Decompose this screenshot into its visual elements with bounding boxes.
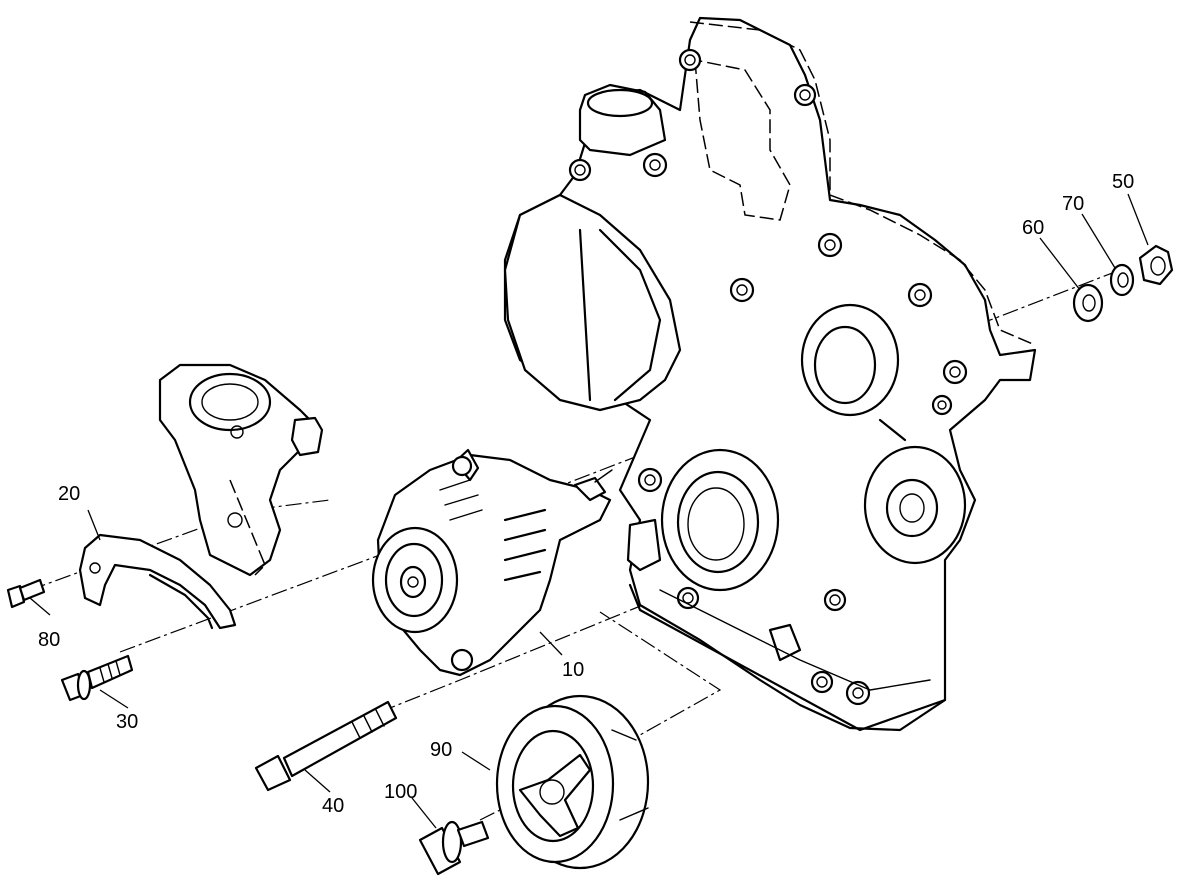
gear-case-housing — [503, 16, 1037, 732]
nut-and-washers — [1072, 244, 1174, 323]
callout-20: 20 — [58, 483, 80, 505]
part-20-adjusting-arm — [78, 533, 237, 630]
part-10-alternator — [371, 448, 613, 677]
drum-cover — [503, 193, 682, 412]
gasket-outline — [689, 21, 1036, 346]
part-70-spring-washer — [1109, 263, 1135, 297]
callout-30: 30 — [116, 711, 138, 733]
housing-bolt-bosses — [568, 48, 968, 706]
part-80-bolt — [6, 578, 46, 609]
oil-filter-boss — [863, 445, 967, 565]
part-100-flange-bolt — [418, 820, 490, 876]
callout-10: 10 — [562, 659, 584, 681]
lower-flange — [628, 583, 947, 732]
part-40-long-bolt — [254, 700, 398, 792]
callout-40: 40 — [322, 795, 344, 817]
callout-70: 70 — [1062, 193, 1084, 215]
thermostat-bracket — [158, 363, 324, 577]
callout-100: 100 — [384, 781, 417, 803]
leader-lines — [29, 193, 1149, 829]
callout-60: 60 — [1022, 217, 1044, 239]
callout-labels: 20 80 30 40 10 60 70 50 90 100 — [38, 171, 1134, 817]
callout-50: 50 — [1112, 171, 1134, 193]
part-50-nut — [1138, 244, 1174, 286]
part-60-washer — [1072, 283, 1104, 323]
callout-90: 90 — [430, 739, 452, 761]
part-90-crank-pulley — [495, 694, 650, 870]
oil-seal-bore — [800, 303, 900, 417]
callout-80: 80 — [38, 629, 60, 651]
part-30-flange-bolt — [60, 654, 134, 702]
